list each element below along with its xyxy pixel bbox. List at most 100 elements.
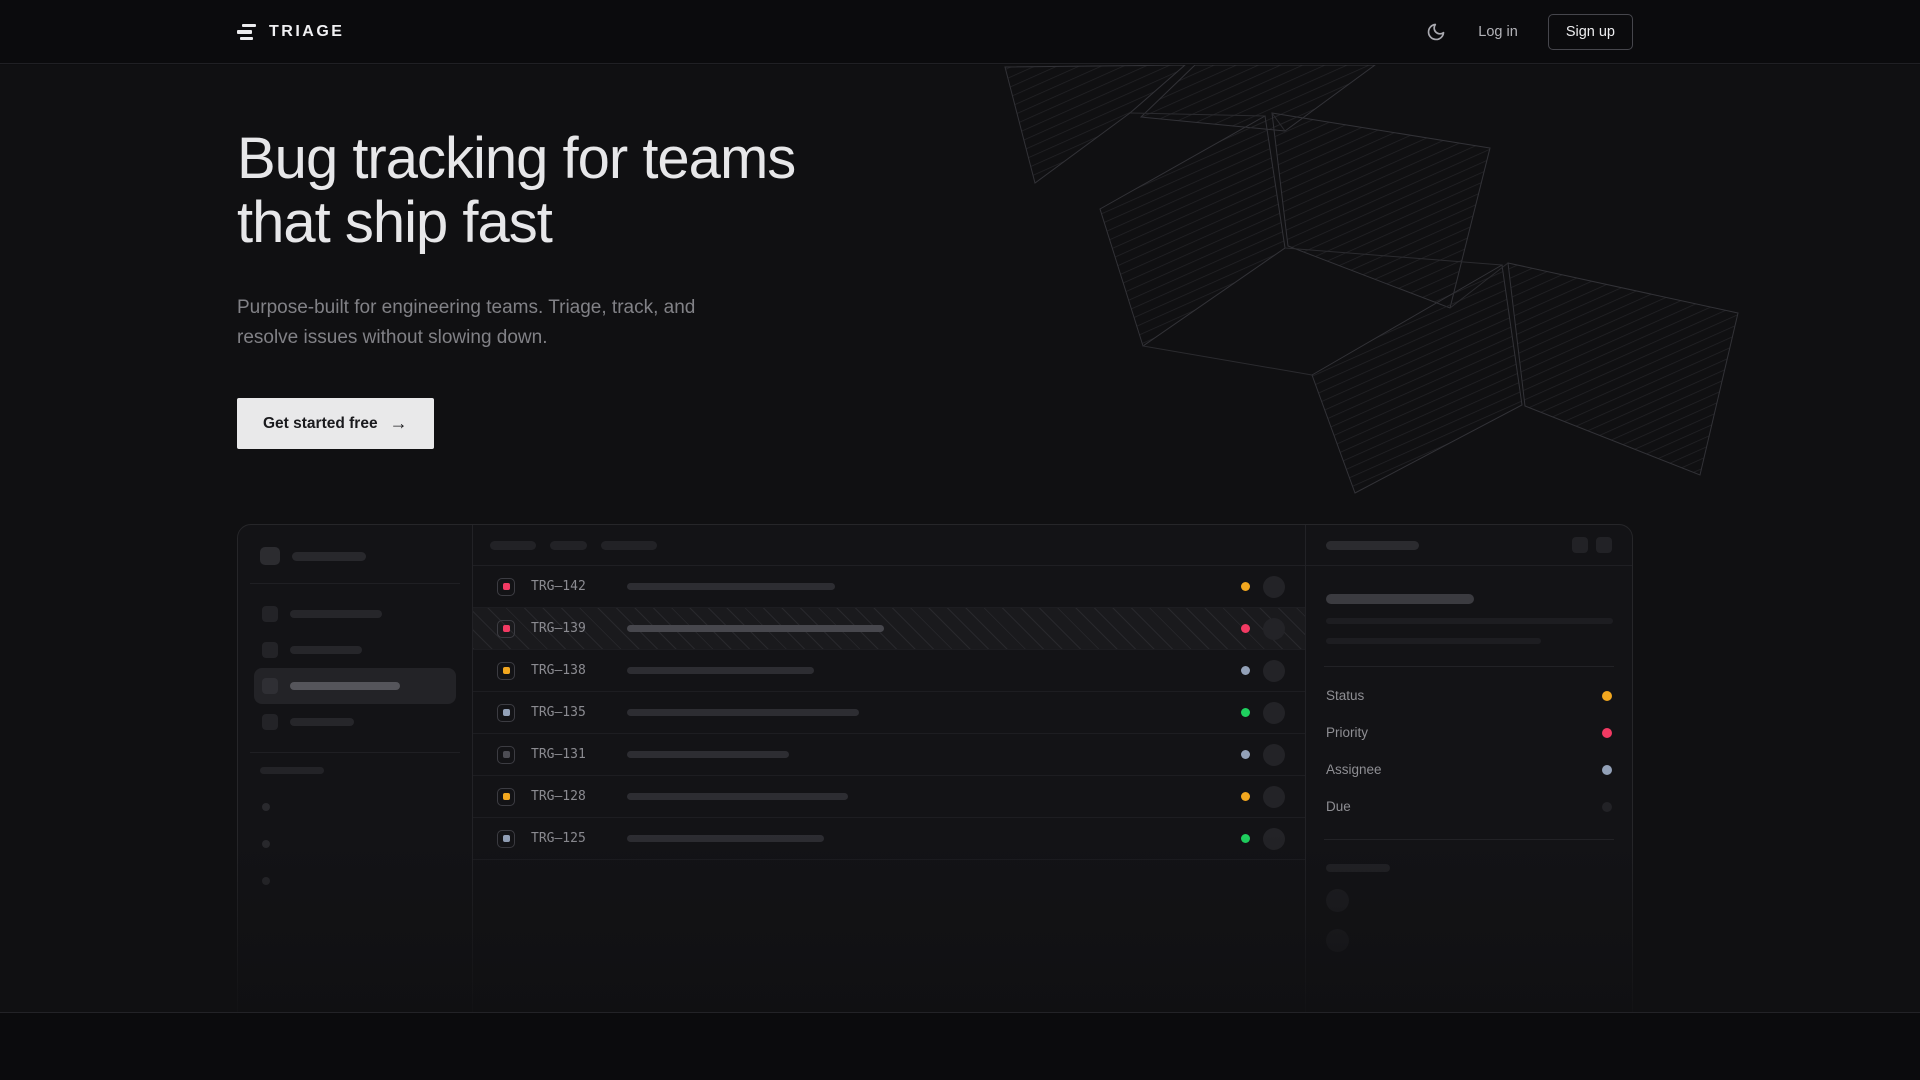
nav-label-placeholder — [290, 646, 362, 654]
detail-field-row: Due — [1326, 788, 1612, 825]
issue-row: TRG–135 — [473, 692, 1305, 734]
filter-chip-placeholder — [490, 540, 536, 550]
issue-id: TRG–128 — [531, 789, 586, 804]
assignee-avatar-placeholder — [1263, 575, 1285, 598]
issue-id: TRG–131 — [531, 747, 586, 762]
detail-field-row: Assignee — [1326, 751, 1612, 788]
issue-status-icon — [497, 829, 515, 848]
assignee-avatar-placeholder — [1263, 617, 1285, 640]
issue-status-icon — [497, 703, 515, 722]
divider — [1324, 666, 1614, 667]
triage-logo-icon — [237, 23, 257, 41]
nav-icon-placeholder — [262, 714, 278, 730]
issue-title-placeholder — [627, 751, 789, 758]
issue-status-icon — [497, 619, 515, 638]
sidebar-nav-placeholder — [254, 596, 456, 632]
priority-dot — [1241, 708, 1250, 717]
divider — [250, 752, 460, 753]
detail-field-row: Status — [1326, 677, 1612, 714]
wireframe-ribbon-decoration — [1004, 65, 1739, 494]
issue-title-placeholder — [627, 625, 884, 632]
issue-row: TRG–125 — [473, 818, 1305, 860]
list-filter-bar — [473, 525, 1305, 566]
activity-label-placeholder — [1326, 864, 1390, 872]
filter-chip-placeholder — [601, 540, 657, 550]
login-link[interactable]: Log in — [1478, 24, 1518, 40]
field-label: Priority — [1326, 725, 1369, 740]
detail-header — [1306, 525, 1632, 566]
priority-dot — [1241, 750, 1250, 759]
assignee-avatar-placeholder — [1263, 827, 1285, 850]
nav-label-placeholder — [290, 610, 382, 618]
priority-dot — [1241, 666, 1250, 675]
assignee-avatar-placeholder — [1263, 701, 1285, 724]
nav-label-placeholder — [290, 718, 354, 726]
field-label: Assignee — [1326, 762, 1382, 777]
breadcrumb-placeholder — [1326, 540, 1419, 550]
hero-section: Bug tracking for teams that ship fast Pu… — [0, 65, 1920, 1012]
priority-dot — [1241, 834, 1250, 843]
theme-toggle-moon-icon[interactable] — [1426, 21, 1448, 43]
divider — [1324, 839, 1614, 840]
field-value-dot — [1602, 764, 1612, 775]
filter-chip-placeholder — [550, 540, 587, 550]
panel-action-placeholder — [1596, 537, 1612, 553]
label-dot-placeholder — [262, 840, 270, 848]
description-line-placeholder — [1326, 618, 1613, 624]
issue-id: TRG–139 — [531, 621, 586, 636]
issue-id: TRG–125 — [531, 831, 586, 846]
signup-button[interactable]: Sign up — [1547, 14, 1633, 50]
section-label-placeholder — [260, 767, 324, 774]
issue-row: TRG–138 — [473, 650, 1305, 692]
comment-avatar-placeholder — [1326, 929, 1349, 952]
issue-title-placeholder — [627, 583, 835, 590]
label-dot-placeholder — [262, 803, 270, 811]
priority-dot — [1241, 582, 1250, 591]
nav-icon-placeholder — [262, 678, 278, 694]
sidebar-nav-placeholder — [254, 704, 456, 740]
issue-title-placeholder — [627, 793, 848, 800]
preview-workspace-header — [260, 547, 456, 565]
field-value-dot — [1602, 727, 1612, 738]
nav-icon-placeholder — [262, 642, 278, 658]
comment-avatar-placeholder — [1326, 889, 1349, 912]
issue-title-placeholder — [627, 835, 824, 842]
issue-status-icon — [497, 787, 515, 806]
brand-logo[interactable]: TRIAGE — [237, 23, 344, 41]
workspace-avatar-placeholder — [260, 547, 280, 565]
assignee-avatar-placeholder — [1263, 659, 1285, 682]
workspace-name-placeholder — [292, 551, 366, 561]
issue-row: TRG–139 — [473, 608, 1305, 650]
priority-dot — [1241, 624, 1250, 633]
issue-row: TRG–131 — [473, 734, 1305, 776]
brand-name: TRIAGE — [269, 23, 345, 40]
nav-label-placeholder — [290, 682, 400, 690]
field-value-dot — [1602, 801, 1612, 812]
issue-title-placeholder — [627, 667, 814, 674]
hero-title: Bug tracking for teams that ship fast — [237, 126, 796, 255]
get-started-button[interactable]: Get started free → — [237, 398, 434, 449]
issue-status-icon — [497, 577, 515, 596]
nav-icon-placeholder — [262, 606, 278, 622]
panel-action-placeholder — [1572, 537, 1588, 553]
issue-id: TRG–138 — [531, 663, 586, 678]
preview-sidebar — [238, 525, 473, 1012]
label-dot-placeholder — [262, 877, 270, 885]
sidebar-nav-placeholder — [254, 632, 456, 668]
issue-title-placeholder — [1326, 594, 1474, 604]
footer-section — [0, 1012, 1920, 1080]
arrow-right-icon: → — [389, 413, 408, 433]
issue-row: TRG–142 — [473, 566, 1305, 608]
issue-id: TRG–135 — [531, 705, 586, 720]
field-label: Status — [1326, 688, 1365, 703]
assignee-avatar-placeholder — [1263, 785, 1285, 808]
description-line-placeholder — [1326, 638, 1541, 644]
navbar: TRIAGE Log in Sign up — [0, 0, 1920, 64]
sidebar-nav-placeholder — [254, 668, 456, 704]
field-value-dot — [1602, 690, 1612, 701]
issue-status-icon — [497, 745, 515, 764]
field-label: Due — [1326, 799, 1351, 814]
